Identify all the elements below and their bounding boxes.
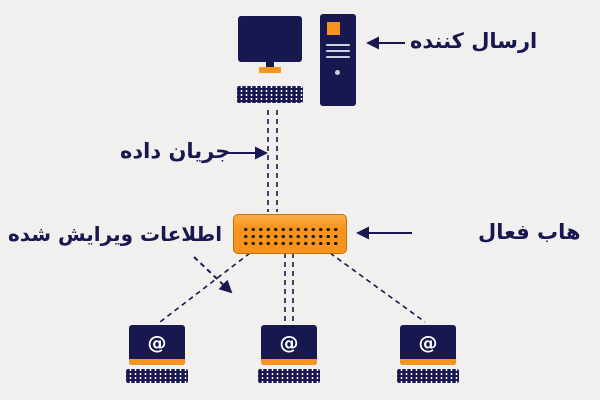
workstation-monitor: @ <box>400 325 456 365</box>
sender-monitor <box>238 16 302 62</box>
sender-keyboard <box>237 86 303 103</box>
at-icon: @ <box>279 332 299 354</box>
monitor-strip <box>261 359 317 365</box>
workstation-keyboard <box>126 369 188 383</box>
active-hub-label: هاب فعال <box>478 220 581 244</box>
active-hub-device <box>233 214 347 254</box>
data-flow-label: جریان داده <box>120 139 231 163</box>
tower-vent <box>326 50 350 52</box>
tower-vent <box>326 56 350 58</box>
workstation-keyboard <box>258 369 320 383</box>
tower-vent <box>326 44 350 46</box>
hub-to-workstations-links <box>159 252 426 323</box>
at-icon: @ <box>418 332 438 354</box>
at-icon: @ <box>147 332 167 354</box>
workstation-monitor: @ <box>129 325 185 365</box>
sender-tower <box>320 14 356 106</box>
hub-ports <box>241 225 339 246</box>
tower-drive-slot <box>327 22 340 35</box>
sender-monitor-base <box>259 67 281 73</box>
monitor-strip <box>400 359 456 365</box>
sender-to-hub-link <box>267 110 278 212</box>
workstation-keyboard <box>397 369 459 383</box>
sender-label: ارسال کننده <box>410 29 538 53</box>
edited-info-label-arrow <box>193 256 233 294</box>
monitor-strip <box>129 359 185 365</box>
edited-info-label: اطلاعات ویرایش شده <box>8 222 223 246</box>
sender-monitor-stand <box>266 62 274 67</box>
tower-power-button <box>335 70 340 75</box>
workstation-monitor: @ <box>261 325 317 365</box>
